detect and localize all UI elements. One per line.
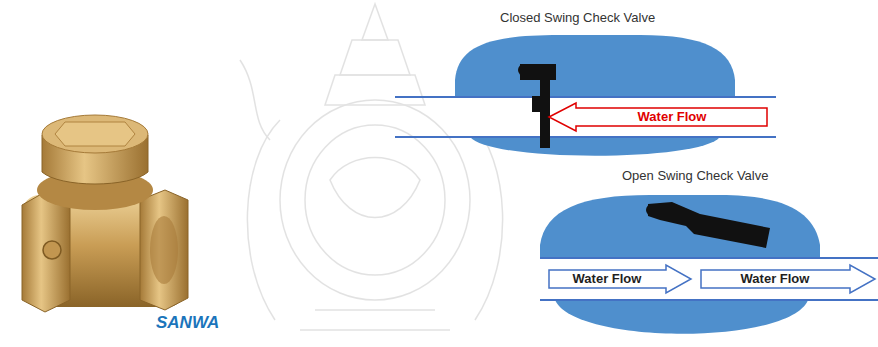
- pipe-bore: [540, 258, 820, 300]
- arrow-outline: [701, 265, 875, 293]
- valve-cap-hex: [55, 122, 135, 146]
- closed-valve-diagram: [395, 35, 776, 156]
- valve-hex-end: [22, 192, 70, 312]
- pipe-wall: [540, 299, 878, 301]
- watermark-crown: [362, 4, 388, 40]
- flow-label: Water Flow: [638, 108, 707, 126]
- arrow-outline: [549, 265, 691, 293]
- watermark-frame: [280, 100, 470, 300]
- pipe-wall: [395, 96, 776, 98]
- pipe-wall: [540, 257, 878, 259]
- valve-body-section: [455, 35, 735, 97]
- valve-body-section: [540, 195, 820, 258]
- valve-body-section: [555, 300, 808, 334]
- watermark-frame: [305, 125, 445, 275]
- flow-arrow: Water Flow: [548, 264, 692, 294]
- valve-flap: [648, 202, 770, 248]
- brand-logo: SANWA: [156, 313, 219, 333]
- valve-photo: [22, 115, 188, 312]
- flow-arrow: Water Flow: [548, 102, 768, 132]
- valve-hex-end: [140, 190, 188, 310]
- valve-flap: [520, 64, 556, 148]
- flow-arrow: Water Flow: [700, 264, 876, 294]
- watermark-scroll: [300, 310, 450, 330]
- diagram-title-box: Open Swing Check Valve: [622, 168, 768, 183]
- valve-body-section: [470, 137, 720, 156]
- valve-port: [150, 216, 178, 284]
- arrow-outline: [549, 103, 767, 131]
- diagram-title: Open Swing Check Valve: [622, 168, 768, 183]
- watermark-scroll: [247, 120, 502, 320]
- flow-label: Water Flow: [573, 270, 642, 288]
- flow-label: Water Flow: [741, 270, 810, 288]
- valve-cap-top: [42, 115, 148, 153]
- brand-logo-box: SANWA: [156, 313, 219, 333]
- pipe-wall: [395, 136, 776, 138]
- diagram-title-box: Closed Swing Check Valve: [500, 10, 655, 25]
- valve-plug: [43, 241, 61, 259]
- diagram-title: Closed Swing Check Valve: [500, 10, 655, 25]
- watermark-scroll: [330, 158, 420, 218]
- open-valve-diagram: [540, 195, 878, 334]
- watermark-crown: [340, 40, 410, 75]
